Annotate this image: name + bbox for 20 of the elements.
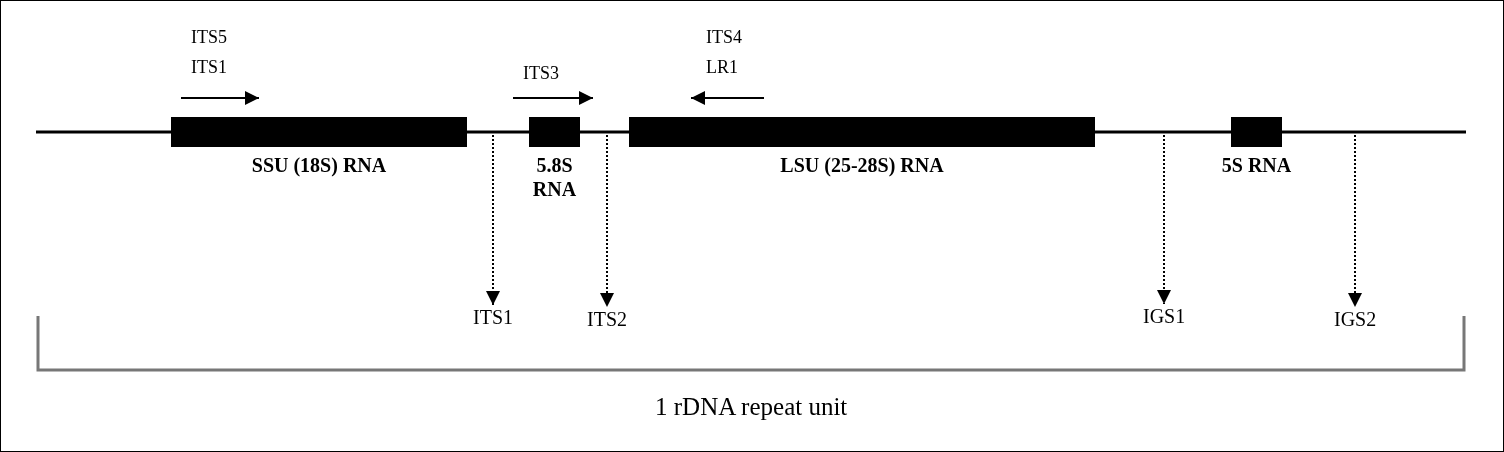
gene-region — [171, 117, 467, 177]
gene-label: 5.8S RNA — [531, 153, 578, 201]
leader-line — [1157, 134, 1171, 305]
gene-label: 5S RNA — [1221, 153, 1292, 177]
leader-line — [600, 134, 614, 308]
primer-label: ITS4 — [706, 26, 742, 49]
region-label: IGS2 — [1334, 307, 1377, 331]
primer-label: ITS5 — [191, 26, 227, 49]
gene-label: LSU (25-28S) RNA — [780, 153, 944, 177]
primer-label: ITS3 — [523, 62, 559, 85]
region-label: ITS2 — [587, 307, 627, 331]
gene-label: SSU (18S) RNA — [251, 153, 387, 177]
gene-region — [629, 117, 1095, 177]
region-label: ITS1 — [473, 305, 513, 329]
leader-line — [486, 134, 500, 306]
primer-label: LR1 — [706, 56, 738, 79]
primer-label: ITS1 — [191, 56, 227, 79]
region-label: IGS1 — [1143, 304, 1186, 328]
caption-text: 1 rDNA repeat unit — [655, 395, 848, 419]
leader-line — [1348, 134, 1362, 308]
